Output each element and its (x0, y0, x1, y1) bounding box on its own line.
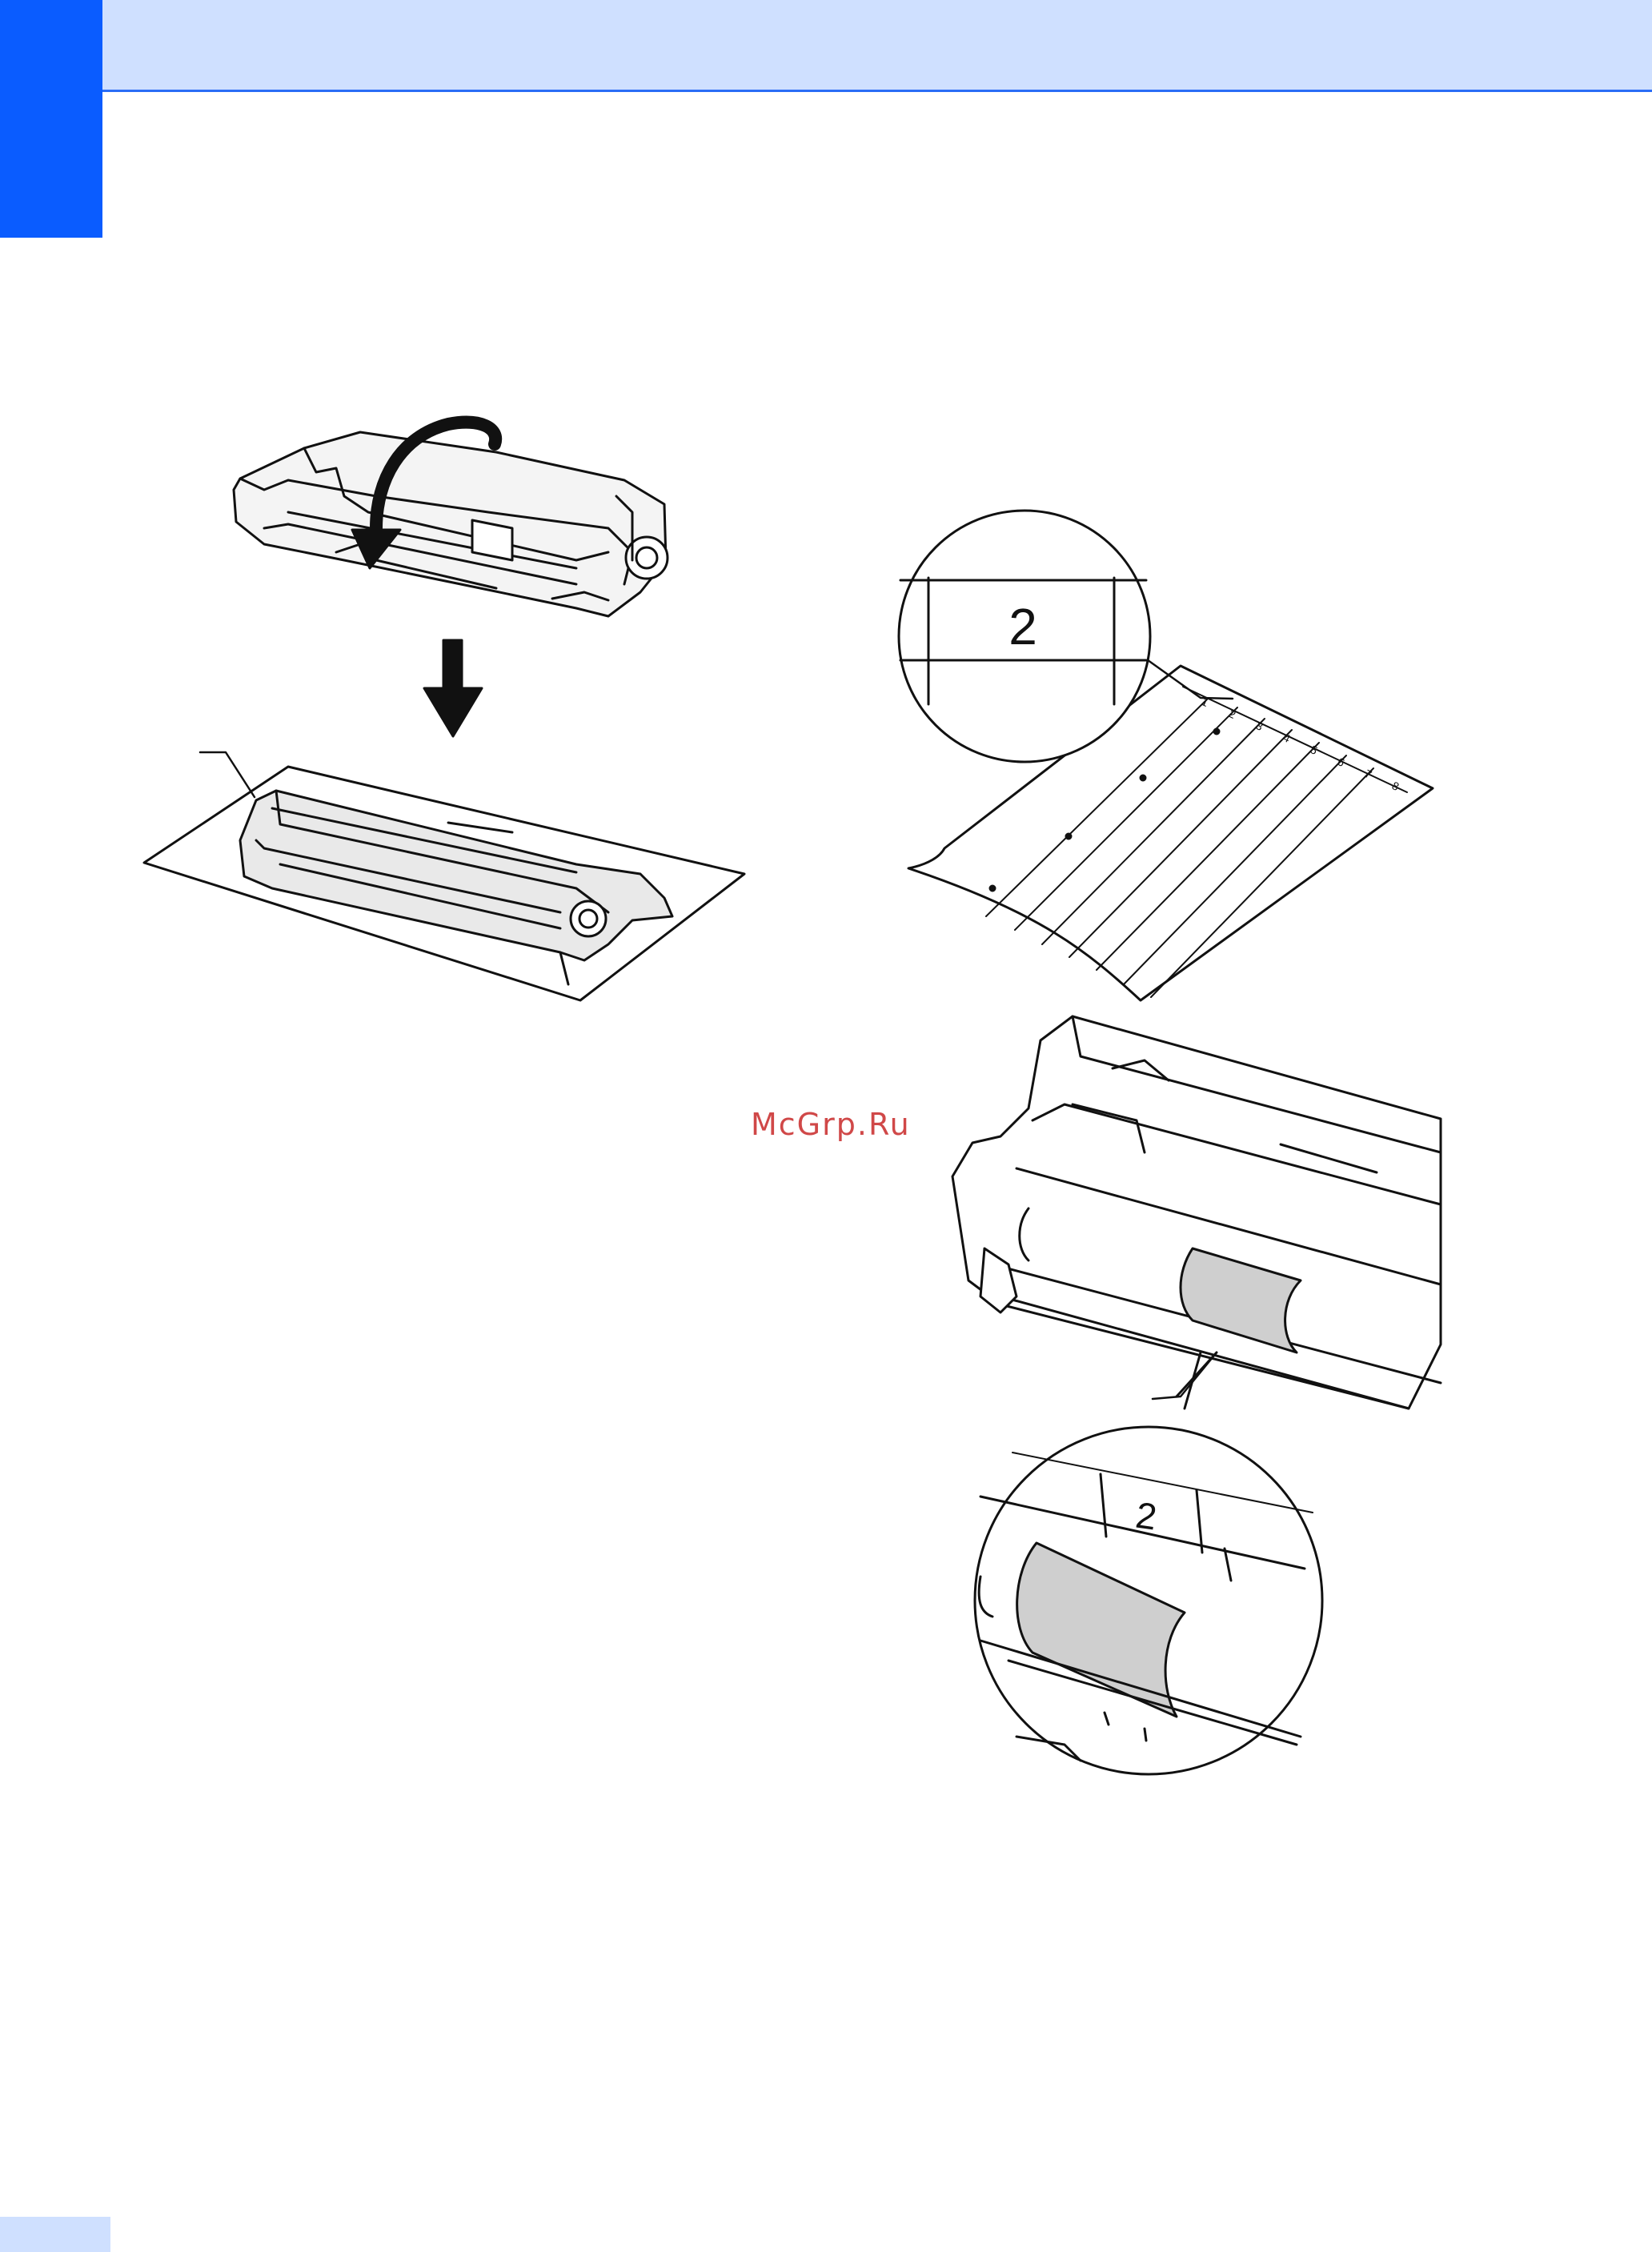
drum-closeup-illustration (952, 1016, 1441, 1409)
watermark-text: McGrp.Ru (751, 1107, 911, 1142)
zoom-sheet-column-label: 2 (1008, 598, 1037, 655)
drum-zoom-magnifier: 2 (975, 1352, 1322, 1774)
down-arrow-icon (424, 640, 482, 736)
drum-on-paper-illustration (144, 752, 744, 1000)
drum-unit-top-illustration (234, 432, 668, 616)
